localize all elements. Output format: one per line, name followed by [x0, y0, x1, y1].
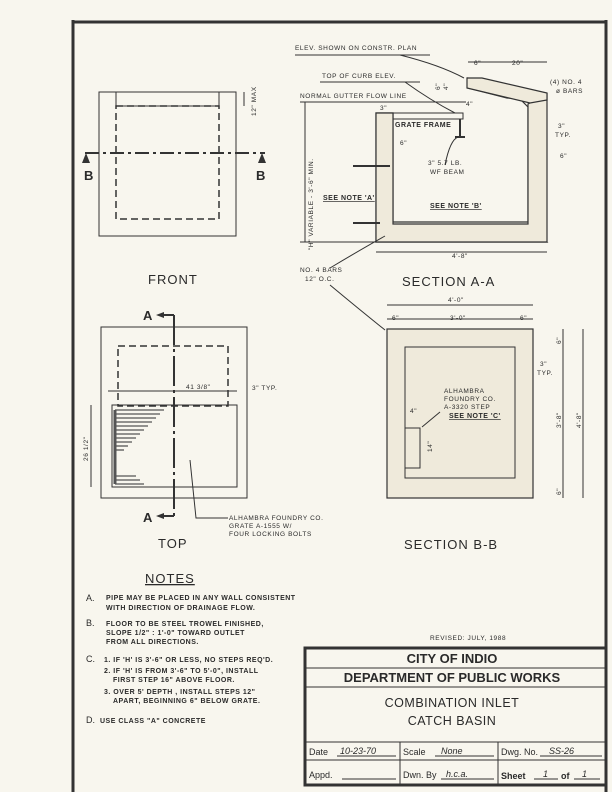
drawn-by-label: Dwn. By — [403, 770, 437, 780]
callout-label: ALHAMBRA FOUNDRY CO. — [229, 515, 323, 522]
dimension-label: 4'-8" — [452, 253, 468, 260]
dwg-no-value: SS-26 — [549, 746, 574, 756]
callout-label: A-3320 STEP — [444, 404, 490, 411]
dimension-label: 14" — [427, 441, 434, 452]
dimension-label: 4" — [410, 408, 417, 415]
callout-label: (4) NO. 4 — [550, 79, 582, 86]
dimension-label: 41 3/8" — [186, 384, 211, 391]
date-value: 10-23-70 — [340, 746, 376, 756]
dimension-label: 3" — [380, 105, 387, 112]
dimension-label: TYP. — [537, 370, 553, 377]
callout-label: FOUNDRY CO. — [444, 396, 496, 403]
callout-label: ø BARS — [556, 88, 583, 95]
section-arrow-icon — [82, 153, 90, 163]
sheet-value: 1 — [543, 769, 548, 779]
note-letter: A. — [86, 593, 95, 603]
dimension-label: 3'-8" — [556, 412, 563, 428]
note-line: WITH DIRECTION OF DRAINAGE FLOW. — [106, 605, 255, 612]
dimension-label: 4" — [443, 83, 450, 90]
dimension-label: TYP. — [555, 132, 571, 139]
notes: NOTES A. PIPE MAY BE PLACED IN ANY WALL … — [86, 571, 296, 725]
note-line: SLOPE 1/2" : 1'-0" TOWARD OUTLET — [106, 630, 245, 637]
callout-label: FOUR LOCKING BOLTS — [229, 531, 312, 538]
callout-label: NORMAL GUTTER FLOW LINE — [300, 93, 407, 100]
note-line: 3. OVER 5' DEPTH , INSTALL STEPS 12" — [104, 689, 255, 696]
note-line: 2. IF 'H' IS FROM 3'-6" TO 5'-0", INSTAL… — [104, 668, 259, 675]
of-value: 1 — [582, 769, 587, 779]
sheet-label: Sheet — [501, 771, 526, 781]
notes-title: NOTES — [145, 571, 195, 586]
view-title: SECTION B-B — [404, 537, 498, 552]
department-name: DEPARTMENT OF PUBLIC WORKS — [344, 670, 561, 685]
section-label: B — [84, 168, 94, 183]
dimension-label: 6" — [474, 60, 481, 67]
dwg-no-label: Dwg. No. — [501, 747, 538, 757]
section-label: A — [143, 308, 153, 323]
of-label: of — [561, 771, 570, 781]
view-title: FRONT — [148, 272, 198, 287]
drawing-title: CATCH BASIN — [408, 714, 497, 728]
callout-label: GRATE A-1555 W/ — [229, 523, 292, 530]
note-reference: SEE NOTE 'B' — [430, 203, 482, 210]
drawn-by-value: h.c.a. — [446, 769, 468, 779]
section-bb-view: 4'-0" 6" 3'-0" 6" 3" TYP. 3'-8" 4'-8" 6"… — [386, 297, 584, 552]
dimension-label: 12" MAX — [251, 86, 258, 116]
dimension-label: 6" — [556, 337, 563, 344]
scale-label: Scale — [403, 747, 426, 757]
dimension-label: 4" — [466, 101, 473, 108]
note-reference: SEE NOTE 'A' — [323, 195, 375, 202]
note-letter: C. — [86, 654, 95, 664]
dimension-label: 6" — [392, 315, 399, 322]
note-reference: SEE NOTE 'C' — [449, 413, 501, 420]
title-block: REVISED: JULY, 1988 CITY OF INDIO DEPART… — [303, 635, 608, 787]
dimension-label: 26 1/2" — [83, 436, 90, 461]
note-line: FLOOR TO BE STEEL TROWEL FINISHED, — [106, 621, 264, 628]
callout-label: ELEV. SHOWN ON CONSTR. PLAN — [295, 45, 417, 52]
date-label: Date — [309, 747, 328, 757]
top-view: A A 41 3/8" 3" TYP. 26 1/2" ALHAMBRA FOU… — [83, 308, 323, 551]
scale-value: None — [441, 746, 463, 756]
section-label: B — [256, 168, 266, 183]
section-label: A — [143, 510, 153, 525]
note-line: FIRST STEP 16" ABOVE FLOOR. — [113, 677, 235, 684]
callout-label: WF BEAM — [430, 169, 465, 176]
callout-label: NO. 4 BARS — [300, 267, 343, 274]
note-line: USE CLASS "A" CONCRETE — [100, 718, 206, 725]
note-line: APART, BEGINNING 6" BELOW GRATE. — [113, 698, 260, 705]
drawing-title: COMBINATION INLET — [385, 696, 520, 710]
note-letter: D. — [86, 715, 95, 725]
callout-label: GRATE FRAME — [395, 122, 451, 129]
dimension-label: 6" — [560, 153, 567, 160]
dimension-label: 3" TYP. — [252, 385, 277, 392]
grate-bars — [113, 409, 164, 485]
dimension-label: 4'-8" — [576, 412, 583, 428]
dimension-label: 3" — [558, 123, 565, 130]
callout-label: 12" O.C. — [305, 276, 335, 283]
note-letter: B. — [86, 618, 95, 628]
dimension-label: 6" — [556, 488, 563, 495]
dimension-label: 6" — [400, 140, 407, 147]
dimension-label: 6" — [435, 83, 442, 90]
note-line: PIPE MAY BE PLACED IN ANY WALL CONSISTEN… — [106, 595, 296, 602]
callout-label: TOP OF CURB ELEV. — [322, 73, 396, 80]
dimension-label: 4'-0" — [448, 297, 464, 304]
dimension-label: 20" — [512, 60, 523, 67]
section-arrow-icon — [258, 153, 266, 163]
callout-label: 3" 5.7 LB. — [428, 160, 462, 167]
dimension-label: 3'-0" — [450, 315, 466, 322]
note-line: FROM ALL DIRECTIONS. — [106, 639, 199, 646]
front-view: B B 12" MAX FRONT — [82, 86, 266, 287]
dimension-label: 6" — [520, 315, 527, 322]
dimension-label: "H" VARIABLE - 3'-6" MIN. — [308, 158, 315, 250]
section-aa-view: "H" VARIABLE - 3'-6" MIN. ELEV. SHOWN ON… — [295, 45, 583, 331]
callout-label: ALHAMBRA — [444, 388, 485, 395]
city-name: CITY OF INDIO — [407, 651, 498, 666]
view-title: TOP — [158, 536, 188, 551]
dimension-label: 3" — [540, 361, 547, 368]
revision-note: REVISED: JULY, 1988 — [430, 635, 506, 642]
view-title: SECTION A-A — [402, 274, 495, 289]
note-line: 1. IF 'H' IS 3'-6" OR LESS, NO STEPS REQ… — [104, 657, 273, 664]
approved-label: Appd. — [309, 770, 333, 780]
